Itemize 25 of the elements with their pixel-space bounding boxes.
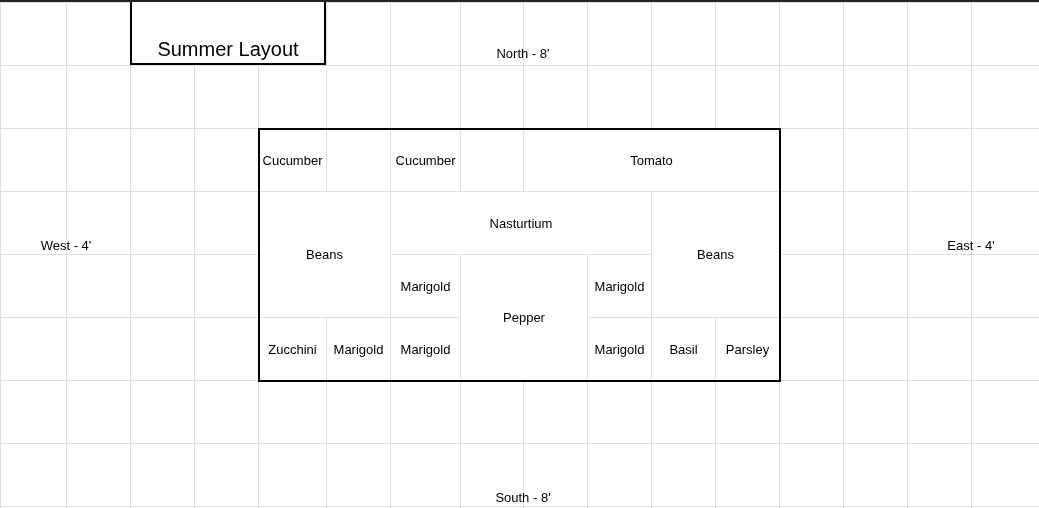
- plant-name: Marigold: [400, 341, 451, 357]
- plant-name: Basil: [669, 341, 698, 357]
- plant-cell: [258, 191, 391, 318]
- plant-name: Beans: [306, 247, 343, 262]
- title-text: Summer Layout: [157, 38, 299, 62]
- plant-name: Zucchini: [268, 341, 317, 357]
- plant-name: Parsley: [725, 341, 770, 357]
- plant-cell: [460, 254, 588, 381]
- direction-label: West - 4': [40, 237, 92, 253]
- plant-cell: [651, 191, 780, 318]
- direction-label: East - 4': [947, 237, 995, 253]
- plant-name: Marigold: [594, 278, 645, 294]
- title-box: [130, 2, 326, 65]
- plant-name: Marigold: [333, 341, 384, 357]
- plant-name: Marigold: [594, 341, 645, 357]
- plant-name: Cucumber: [395, 152, 456, 168]
- direction-label: South - 8': [495, 489, 551, 505]
- plant-name: Marigold: [400, 278, 451, 294]
- plant-name: Tomato: [630, 152, 673, 168]
- direction-label: North - 8': [496, 45, 550, 61]
- plant-name: Pepper: [503, 310, 545, 325]
- garden-bed-outline: [258, 128, 781, 382]
- plant-name: Beans: [697, 247, 734, 262]
- plant-name: Cucumber: [262, 152, 323, 168]
- plant-name: Nasturtium: [489, 215, 553, 231]
